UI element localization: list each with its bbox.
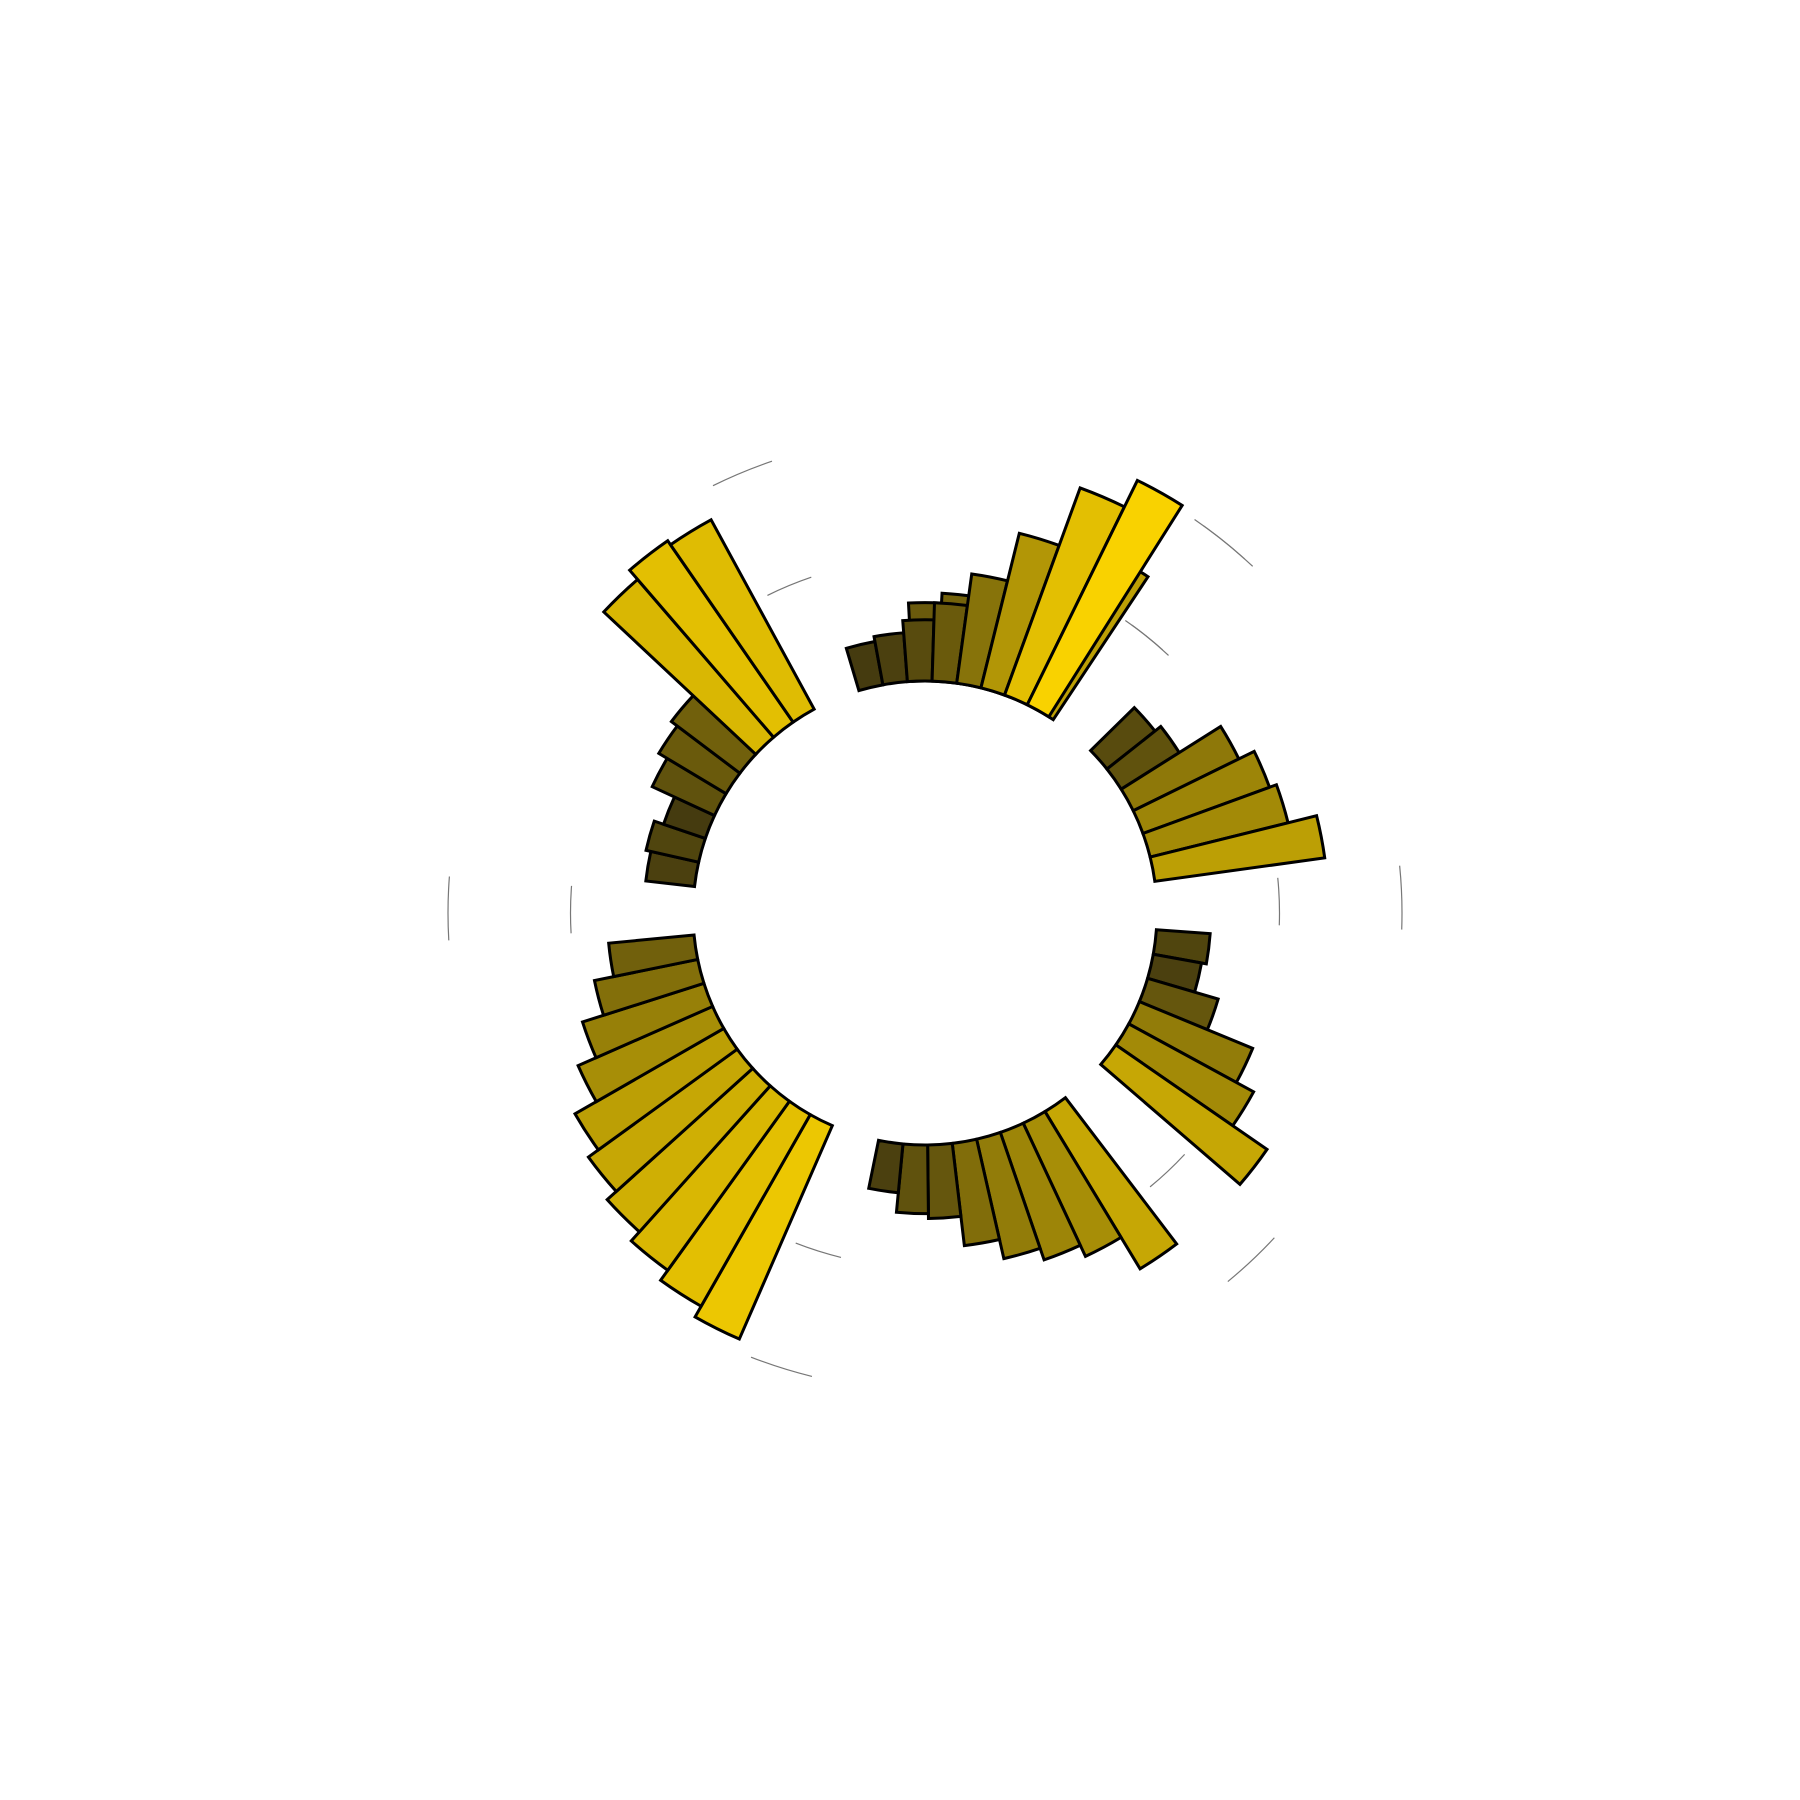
bar-g4-9 [607,933,700,979]
grid-arc-1-0 [1277,877,1281,926]
grid-arc-4-1 [447,876,450,941]
bar-g1-5 [1148,813,1327,884]
grid-arc-3-1 [750,1356,813,1377]
bar-g4-3 [605,1066,773,1234]
grid-arc-5-0 [767,576,812,596]
grid-arc-6-1 [1194,518,1246,560]
bar-g6-2 [901,618,936,684]
bar-g4-4 [586,1047,755,1194]
bar-g3-1 [1021,1109,1124,1259]
bar-g4-7 [580,981,715,1060]
bar-g3-5 [926,1141,963,1220]
grid-arc-5-1 [712,460,773,487]
grid-arc-2-1 [1227,1237,1275,1283]
grid-arc-2-0 [1149,1153,1186,1188]
bar-g4-8 [592,957,706,1018]
bar-g5-8 [668,517,817,725]
bar-g5-1 [644,819,708,864]
bar-g4-1 [658,1099,813,1309]
bar-g3-7 [866,1138,905,1195]
bar-g3-0 [1042,1095,1179,1271]
grid-arcs [447,460,1403,1377]
bar-g2-5 [1098,1042,1270,1187]
grid-arc-1-1 [1399,865,1403,930]
bar-g3-6 [894,1142,930,1216]
bars [572,478,1327,1342]
bar-g4-0 [693,1112,835,1342]
grid-arc-6-0 [1124,620,1164,651]
bar-g3-3 [974,1130,1043,1261]
grid-arc-4-0 [569,885,573,934]
bar-g4-2 [629,1083,792,1273]
bar-g6-7 [1025,478,1185,719]
bar-g3-4 [950,1137,1002,1248]
bar-g4-6 [576,1004,726,1104]
bar-g4-5 [572,1026,740,1152]
grid-arc-3-0 [795,1242,842,1258]
bar-g5-7 [627,538,796,740]
bar-g3-2 [998,1121,1083,1262]
